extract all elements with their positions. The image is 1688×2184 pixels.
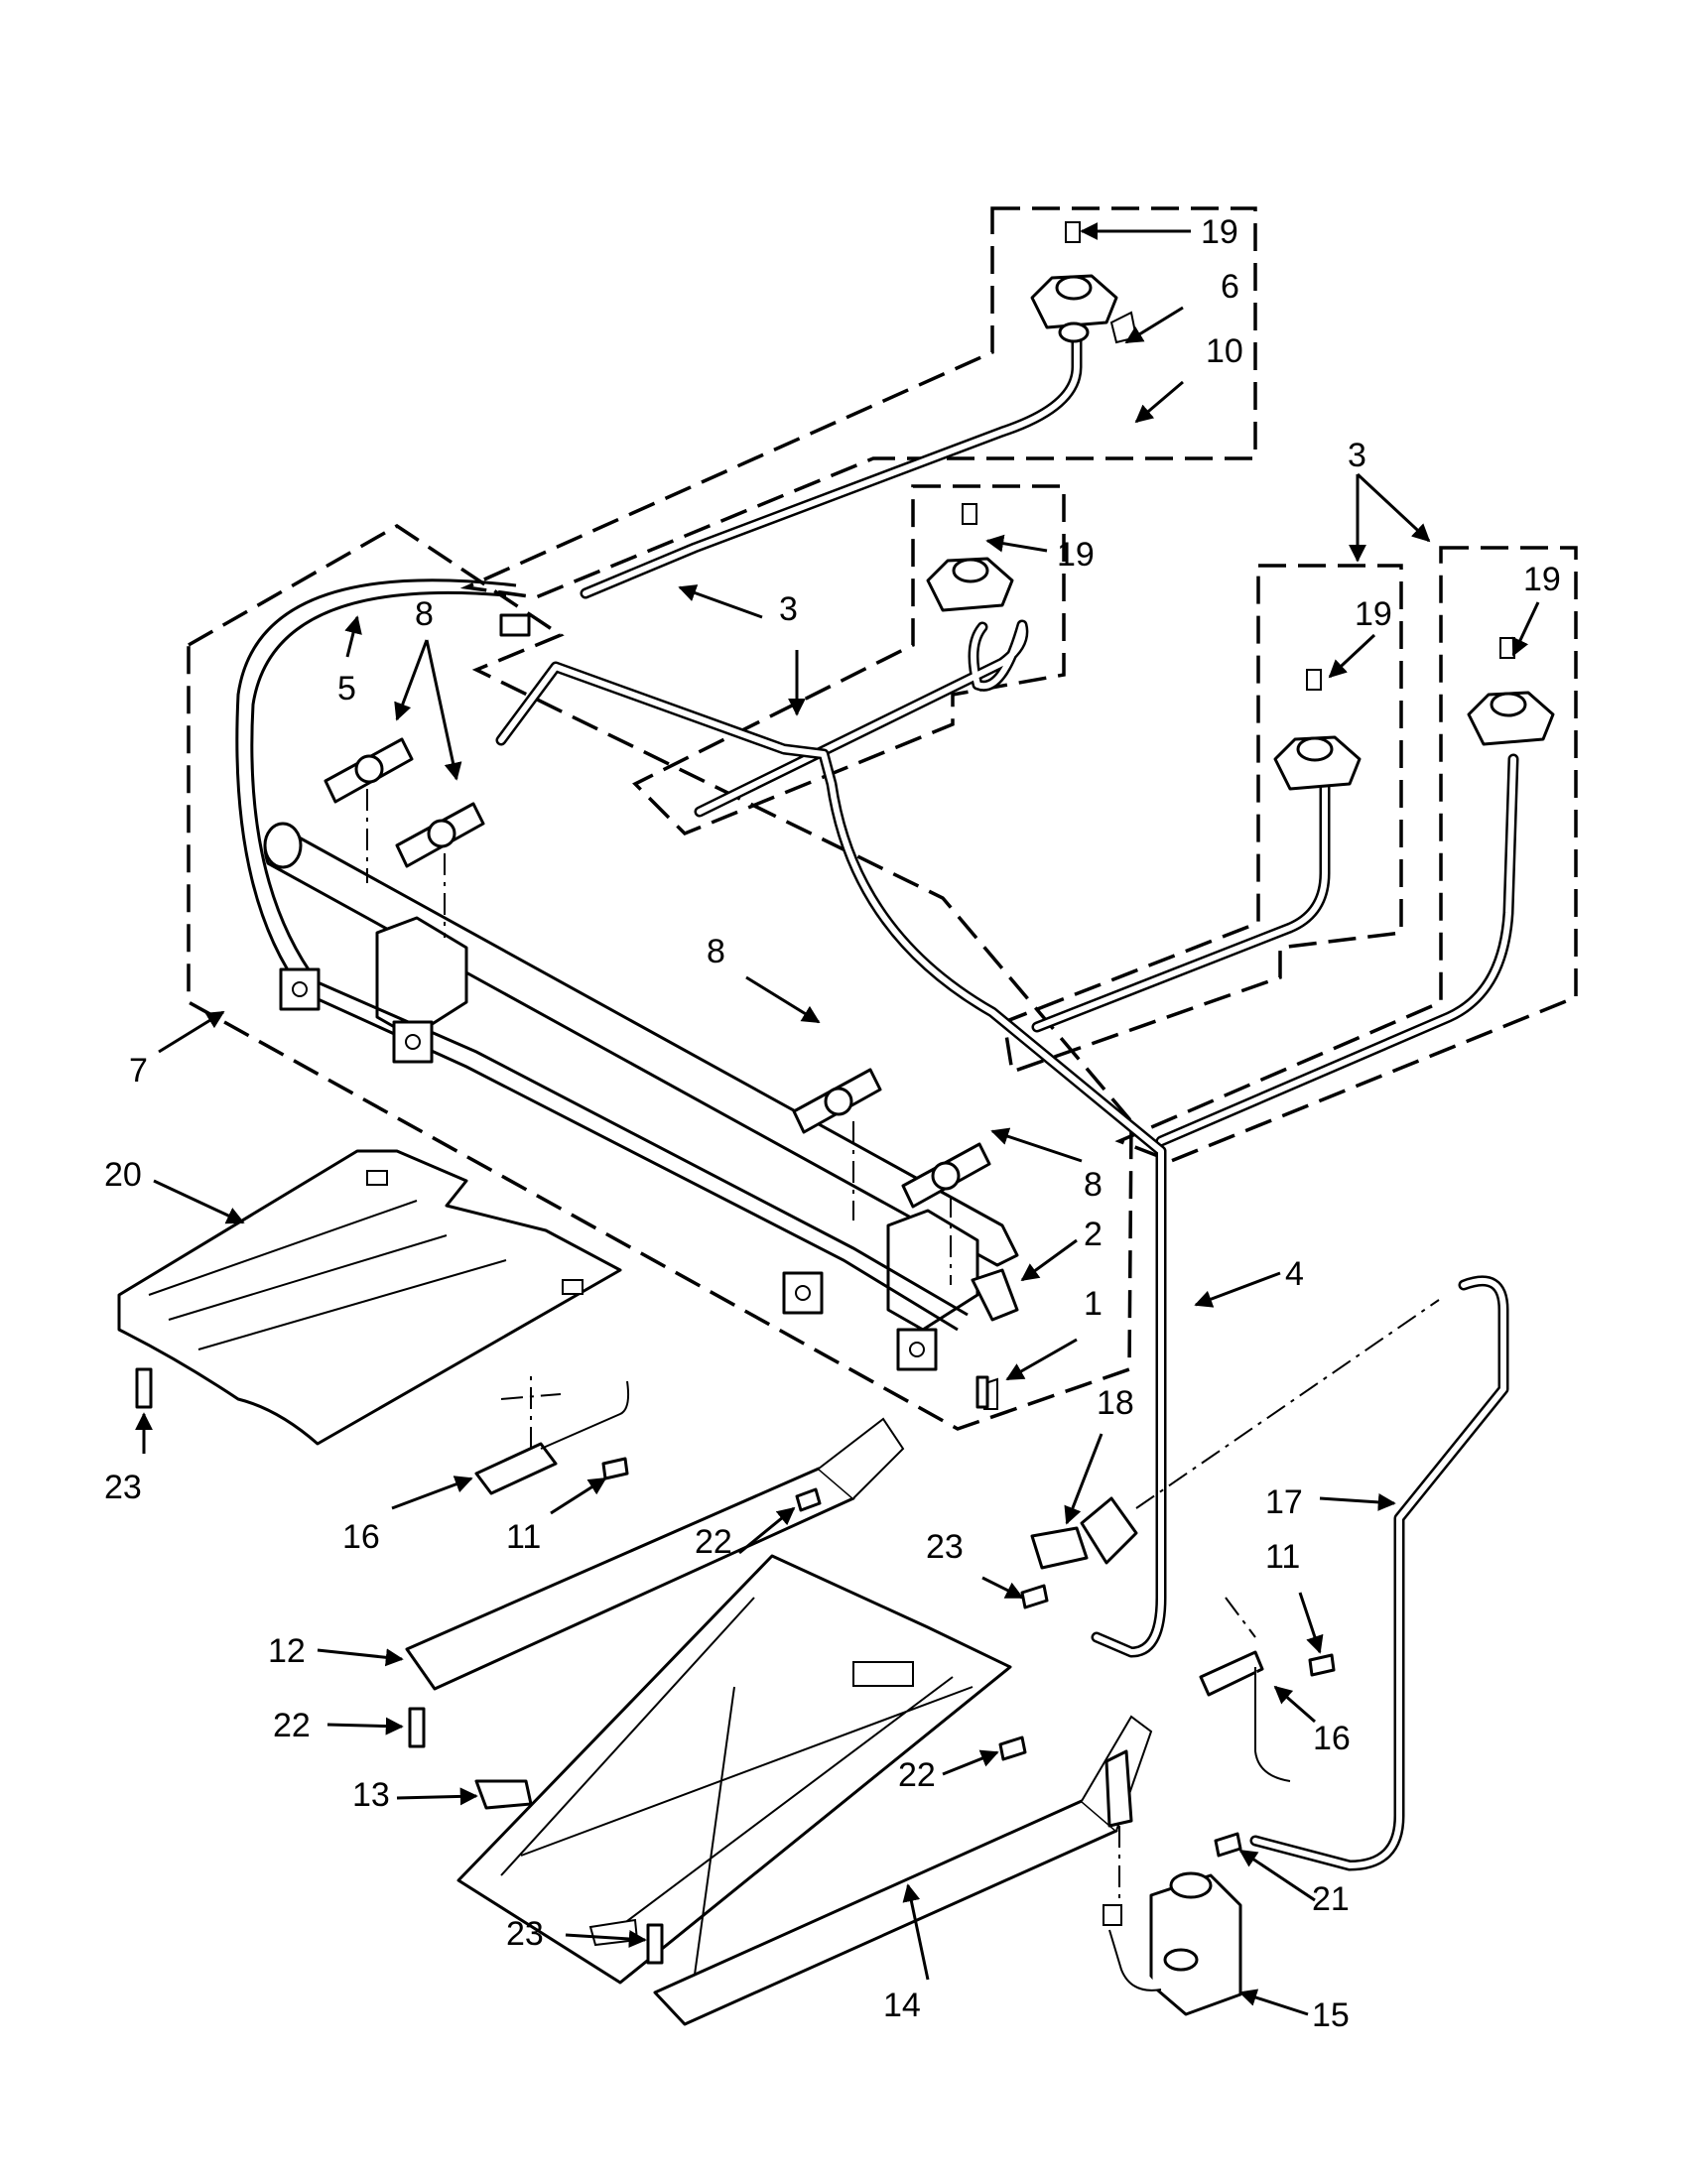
- callout-22: 22: [695, 1523, 732, 1561]
- screw-22a: [795, 1487, 822, 1512]
- callout-23: 23: [104, 1469, 142, 1506]
- callout-19: 19: [1523, 561, 1561, 598]
- callout-19: 19: [1057, 536, 1095, 574]
- upper-center-burner-valve: [926, 503, 1014, 612]
- baffle-clip-13: [474, 1779, 533, 1810]
- callout-21: 21: [1312, 1880, 1350, 1918]
- top-burner-group-box: [459, 206, 1257, 599]
- callout-3: 3: [779, 590, 798, 628]
- wire-switch-3: [782, 1271, 824, 1315]
- wire-switch-2: [392, 1020, 434, 1064]
- callout-17: 17: [1265, 1483, 1303, 1521]
- igniters-and-fittings: [135, 1299, 1440, 2016]
- callout-16: 16: [1313, 1720, 1351, 1757]
- callout-15: 15: [1312, 1996, 1350, 2034]
- callout-6: 6: [1221, 268, 1239, 306]
- lower-burners: [405, 1417, 1153, 2026]
- callout-3: 3: [1348, 437, 1366, 474]
- right-burner-valve: [1273, 669, 1362, 791]
- oven-safety-valve: [1103, 1871, 1242, 2016]
- leader-lines: [135, 222, 1540, 2016]
- bake-igniter: [474, 1369, 630, 1495]
- callout-23: 23: [506, 1915, 544, 1953]
- callout-5: 5: [337, 670, 356, 707]
- wire-connector: [499, 613, 531, 637]
- callout-labels: 19 6 10 3 19 3 19 19 8 5 8 8 7 20 2 1 4 …: [104, 213, 1561, 2034]
- screw-11a: [601, 1457, 629, 1480]
- callout-13: 13: [352, 1776, 390, 1814]
- callout-20: 20: [104, 1156, 142, 1194]
- callout-19: 19: [1355, 595, 1392, 633]
- upper-center-burner-group-box: [632, 484, 1066, 836]
- heat-shield: [117, 1149, 622, 1446]
- screw-23c: [646, 1923, 664, 1965]
- oven-burner-orifice: [1104, 1749, 1133, 1905]
- callout-22: 22: [898, 1756, 936, 1794]
- manifold-assembly: [235, 578, 1019, 1410]
- callout-10: 10: [1206, 332, 1243, 370]
- callout-8: 8: [415, 595, 434, 633]
- valve-pair-left: [324, 737, 485, 938]
- callout-11: 11: [506, 1518, 541, 1556]
- callout-8: 8: [707, 933, 725, 970]
- callout-4: 4: [1285, 1255, 1304, 1293]
- manifold-clamp: [971, 1268, 1019, 1322]
- far-right-burner-group-box: [1114, 546, 1578, 1163]
- callout-8: 8: [1084, 1166, 1103, 1204]
- callout-12: 12: [268, 1632, 306, 1670]
- gas-tubes: [495, 331, 1519, 1871]
- right-burner-group-box: [1002, 564, 1403, 1075]
- callout-19: 19: [1201, 213, 1238, 251]
- callout-18: 18: [1097, 1384, 1134, 1422]
- screw-22b: [408, 1707, 426, 1748]
- broil-igniter: [1199, 1597, 1291, 1782]
- screw-22c: [998, 1735, 1027, 1761]
- callout-11: 11: [1265, 1538, 1300, 1576]
- callout-1: 1: [1084, 1285, 1103, 1323]
- screw-1: [975, 1375, 989, 1409]
- orifice-fitting-18: [1030, 1299, 1440, 1570]
- valve-assemblies: [926, 221, 1555, 791]
- callout-7: 7: [129, 1052, 148, 1090]
- valve-pair-right: [792, 1068, 991, 1285]
- screw-21: [1214, 1832, 1242, 1858]
- wire-switch-4: [896, 1328, 938, 1371]
- screw-23b: [1020, 1584, 1049, 1609]
- callout-23: 23: [926, 1528, 964, 1566]
- callout-14: 14: [883, 1987, 921, 2024]
- screw-23a: [135, 1367, 153, 1409]
- far-right-burner-valve: [1467, 637, 1555, 746]
- callout-22: 22: [273, 1707, 311, 1744]
- top-burner-valve: [1030, 221, 1138, 344]
- callout-2: 2: [1084, 1216, 1103, 1253]
- left-manifold-bracket: [375, 916, 468, 1039]
- screw-11b: [1308, 1653, 1336, 1677]
- callout-16: 16: [342, 1518, 380, 1556]
- wire-switch-1: [279, 967, 321, 1011]
